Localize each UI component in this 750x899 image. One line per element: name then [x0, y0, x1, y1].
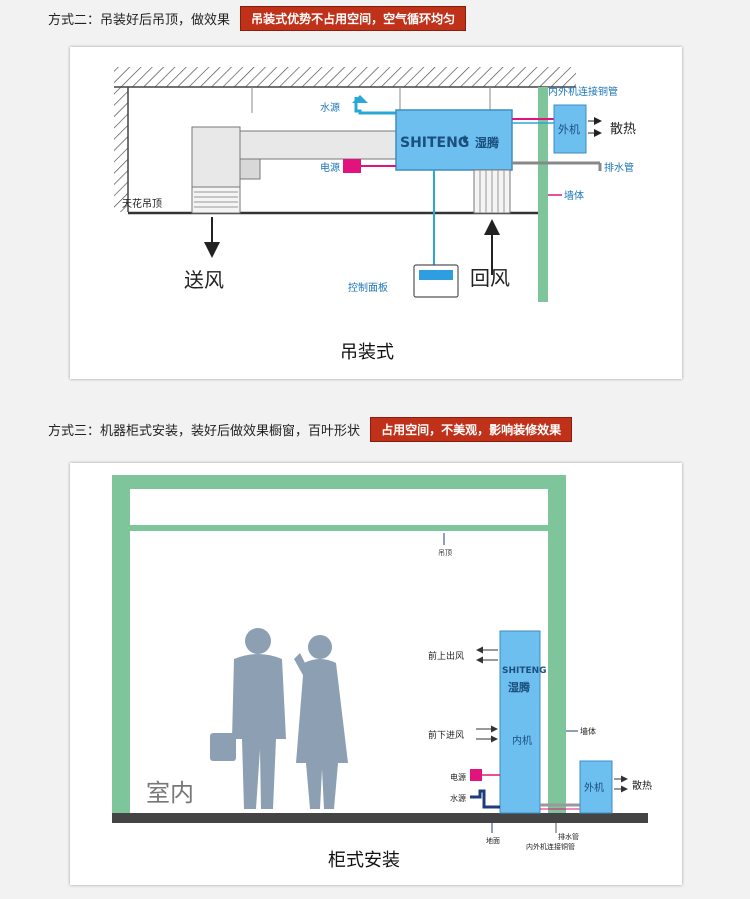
ceiling-install-diagram: 天花吊顶 送风 水源 SHITENG 湿腾 电源 回风 控制面板 墙体 内外机连…	[114, 67, 636, 363]
section2-badge: 吊装式优势不占用空间，空气循环均匀	[240, 6, 467, 31]
control-panel-screen	[419, 270, 453, 280]
cabinet-power-label: 电源	[450, 772, 466, 782]
ceiling-slab	[114, 67, 576, 87]
supply-diffuser	[191, 186, 241, 214]
front-in-label: 前下进风	[428, 729, 464, 741]
section2-heading-row: 方式二：吊装好后吊顶，做效果 吊装式优势不占用空间，空气循环均匀	[48, 6, 467, 31]
floor-slab	[112, 813, 648, 823]
ceiling-label: 天花吊顶	[122, 197, 162, 210]
ceiling-caption: 吊装式	[340, 342, 394, 363]
outdoor-unit	[553, 104, 587, 154]
cabinet-water-label: 水源	[450, 793, 466, 803]
supply-duct	[191, 126, 399, 188]
section3-heading-row: 方式三：机器柜式安装，装好后做效果橱窗，百叶形状 占用空间，不美观，影响装修效果	[48, 417, 573, 442]
control-panel-device	[413, 264, 459, 298]
heat-label: 散热	[610, 122, 636, 137]
section3-heading: 方式三：机器柜式安装，装好后做效果橱窗，百叶形状	[48, 424, 361, 439]
water-label: 水源	[320, 101, 340, 114]
pipe-label: 内外机连接铜管	[548, 85, 618, 98]
left-wall	[114, 87, 128, 212]
drain-label: 排水管	[604, 161, 634, 174]
cabinet-power-icon	[470, 769, 482, 781]
return-grille	[473, 169, 511, 214]
cabinet-caption: 柜式安装	[328, 850, 400, 871]
ceiling-install-panel: 天花吊顶 送风 水源 SHITENG 湿腾 电源 回风 控制面板 墙体 内外机连…	[70, 47, 682, 379]
control-label: 控制面板	[348, 281, 388, 294]
return-label: 回风	[470, 266, 510, 290]
front-out-label: 前上出风	[428, 650, 464, 662]
people-silhouette	[210, 628, 348, 809]
cabinet-install-panel: 吊顶 室内 SHITENG 湿腾 内机 前上出风 前下进风 墙体 电源 水源 外…	[70, 463, 682, 885]
outdoor-label: 外机	[558, 122, 580, 136]
cabinet-install-diagram: 吊顶 室内 SHITENG 湿腾 内机 前上出风 前下进风 墙体 电源 水源 外…	[112, 475, 652, 871]
droplet-icon	[463, 135, 467, 143]
cabinet-drain-label: 排水管	[558, 832, 579, 841]
exterior-wall	[538, 87, 548, 302]
indoor-label: 内机	[512, 734, 532, 747]
ceiling-unit-brand: SHITENG	[400, 135, 469, 151]
room-label: 室内	[146, 779, 194, 807]
wall-label: 墙体	[564, 189, 584, 202]
power-label: 电源	[320, 161, 340, 174]
ceiling-unit-brand-cn: 湿腾	[475, 135, 500, 150]
section2-heading: 方式二：吊装好后吊顶，做效果	[48, 13, 231, 28]
floor-label: 地面	[486, 836, 500, 845]
cabinet-ceiling-label: 吊顶	[438, 549, 452, 557]
cabinet-pipe-label: 内外机连接铜管	[526, 842, 575, 851]
supply-label: 送风	[184, 268, 224, 292]
cabinet-outdoor-unit	[579, 760, 613, 814]
cabinet-unit-brand-cn: 湿腾	[508, 680, 531, 694]
cabinet-unit	[499, 630, 541, 814]
cabinet-outdoor-label: 外机	[584, 781, 604, 794]
cabinet-wall-label: 墙体	[580, 726, 596, 736]
room-walls	[112, 475, 566, 815]
power-socket-icon	[343, 159, 361, 173]
cabinet-heat-label: 散热	[632, 779, 652, 792]
cabinet-unit-brand: SHITENG	[502, 666, 547, 676]
ceiling-unit	[395, 109, 513, 171]
water-tap-icon	[352, 95, 368, 103]
section3-badge: 占用空间，不美观，影响装修效果	[370, 417, 573, 442]
cabinet-water-pipe	[470, 789, 500, 809]
